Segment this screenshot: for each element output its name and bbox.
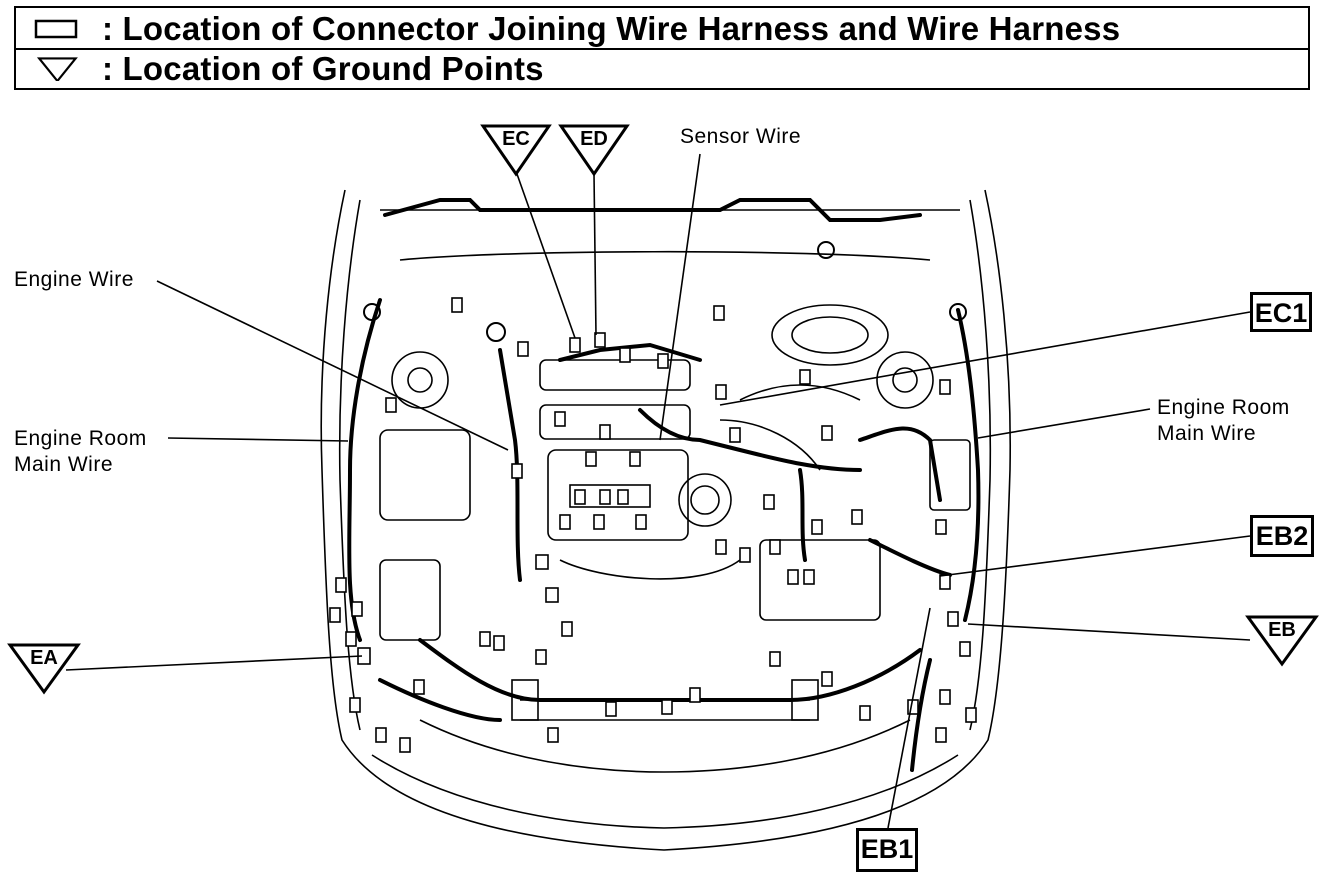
- ground-triangles: [7, 124, 1319, 695]
- leader-lines: [65, 153, 1251, 829]
- ground-ea-label: EA: [30, 647, 58, 669]
- legend-row-connector: : Location of Connector Joining Wire Har…: [16, 8, 1308, 50]
- engine-room-main-wire-right-line2: Main Wire: [1157, 422, 1257, 445]
- connector-eb2-label: EB2: [1250, 515, 1314, 557]
- legend-row-ground: : Location of Ground Points: [16, 48, 1308, 88]
- engine-room-main-wire-left-line2: Main Wire: [14, 453, 114, 476]
- engine-room-main-wire-left-line1: Engine Room: [14, 427, 147, 450]
- ground-ed-label: ED: [580, 128, 608, 150]
- sensor-wire-label: Sensor Wire: [680, 125, 802, 148]
- engine-room-main-wire-right-line1: Engine Room: [1157, 396, 1290, 419]
- ground-symbol-icon: [36, 57, 78, 81]
- connector-eb1-label: EB1: [856, 828, 918, 872]
- wire-harness-bundles: [347, 198, 981, 772]
- component-connectors: [329, 297, 977, 753]
- legend-connector-text: : Location of Connector Joining Wire Har…: [102, 10, 1121, 47]
- vehicle-outline: [320, 189, 1012, 851]
- legend-box: : Location of Connector Joining Wire Har…: [14, 6, 1310, 90]
- connector-symbol-icon: [34, 19, 78, 39]
- ground-ec-label: EC: [502, 128, 530, 150]
- ground-ea-triangle: [7, 643, 81, 695]
- grommets: [363, 241, 967, 342]
- ground-eb-triangle: [1245, 615, 1319, 667]
- ground-ec-triangle: [480, 124, 552, 177]
- engine-wire-label: Engine Wire: [14, 268, 134, 291]
- ground-ed-triangle: [558, 124, 630, 177]
- ground-eb-label: EB: [1268, 619, 1296, 641]
- connector-ec1-label: EC1: [1250, 292, 1312, 332]
- legend-ground-text: : Location of Ground Points: [102, 50, 544, 87]
